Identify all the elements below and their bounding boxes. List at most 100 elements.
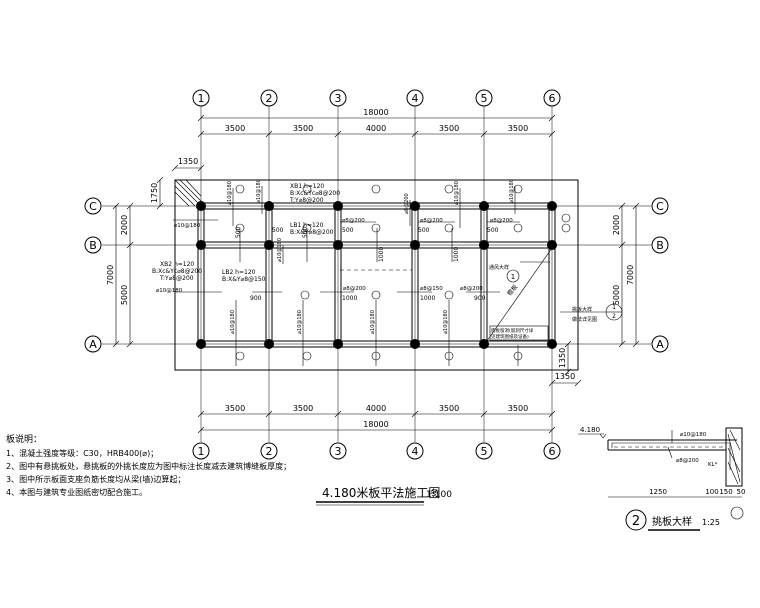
- dim-total-right: 7000: [626, 265, 635, 285]
- axis-label-left-C: C: [89, 200, 97, 213]
- label-xb1-3: T:Y⌀8@200: [289, 197, 324, 204]
- side-callout-line-1: 挑板大样: [572, 306, 592, 313]
- detail-marker: 2: [632, 514, 640, 529]
- inner-dim-500-3: 500: [418, 227, 430, 234]
- axis-label-bottom-4: 4: [412, 445, 419, 458]
- dim-total-bottom: 18000: [363, 420, 388, 429]
- hole-note-line-2: 见建筑图纸及设备): [491, 333, 529, 340]
- dim-span-left-2: 5000: [120, 285, 129, 305]
- label-xb2-1: XB2 h=120: [160, 261, 194, 268]
- dim-span-top-3: 4000: [366, 124, 386, 133]
- dim-span-left-1: 2000: [120, 215, 129, 235]
- inner-dim-500-4: 500: [487, 227, 499, 234]
- axis-label-right-B: B: [656, 239, 664, 252]
- hole-detail-label: 通风大样: [489, 264, 509, 271]
- drawing-title-main: 4.180米板平法施工图: [322, 486, 440, 500]
- bottom-dimensions: 3500 3500 4000 3500 3500 18000: [197, 404, 556, 434]
- axis-label-left-B: B: [89, 239, 97, 252]
- slab-hole-region: 底板留洞(留洞尺寸详 见建筑图纸及设备) 通风大样 1: [486, 247, 553, 342]
- axis-label-top-1: 1: [198, 92, 205, 105]
- dim-span-bottom-2: 3500: [293, 404, 313, 413]
- axis-label-top-6: 6: [549, 92, 556, 105]
- detail-beam: KL*: [708, 462, 718, 468]
- cantilever-detail: 4.180 ⌀10@180 ⌀8@200 KL* 1250 100 150 50…: [578, 426, 746, 531]
- vert-rebar-6: ⌀10@180: [277, 238, 283, 262]
- rebar-label-2: ⌀10@180: [156, 288, 183, 294]
- inner-dim-500-5: 500: [235, 226, 242, 238]
- inner-dim-1000-2: 1000: [453, 247, 460, 262]
- section-marks: [235, 184, 571, 361]
- dim-span-right-1: 2000: [612, 215, 621, 235]
- dim-span-bottom-1: 3500: [225, 404, 245, 413]
- inner-dim-500-2: 500: [342, 227, 354, 234]
- vert-rebar-8: ⌀10@180: [297, 310, 303, 334]
- axis-bubbles-side: C B A C B A: [84, 197, 669, 353]
- axis-label-bottom-2: 2: [266, 445, 273, 458]
- label-lb2-1: LB2 h=120: [222, 269, 256, 276]
- top-dimensions: 18000 3500 3500 4000 3500 3500: [197, 108, 556, 138]
- dim-span-top-2: 3500: [293, 124, 313, 133]
- axis-label-right-A: A: [656, 338, 664, 351]
- notes-title: 板说明：: [6, 435, 43, 445]
- rebar-label-8: ⌀8@200: [460, 286, 483, 292]
- note-item-2: 2、图中有悬挑板处，悬挑板的外挑长度应为图中标注长度减去建筑博缝板厚度；: [6, 462, 292, 471]
- side-callout: 1 2 挑板大样 做法详见图: [572, 303, 623, 323]
- note-item-3: 3、图中所示板面支座负筋长度均从梁(墙)边算起；: [6, 475, 186, 484]
- axis-label-bottom-6: 6: [549, 445, 556, 458]
- columns: [196, 201, 557, 349]
- inner-dim-1000-1: 1000: [378, 247, 385, 262]
- dim-total-left: 7000: [106, 265, 115, 285]
- axis-label-bottom-1: 1: [198, 445, 205, 458]
- rebar-label-7: ⌀8@150: [420, 286, 443, 292]
- beams: [197, 202, 556, 348]
- label-lb1-1: LB1 h=120: [290, 222, 324, 229]
- detail-dim-4: 50: [737, 488, 746, 496]
- dim-span-bottom-3: 4000: [366, 404, 386, 413]
- detail-elevation: 4.180: [580, 426, 600, 434]
- side-callout-marker-top: 1: [612, 304, 616, 311]
- rebar-label-3: ⌀8@200: [342, 218, 365, 224]
- axis-label-right-C: C: [656, 200, 664, 213]
- cantilever-slope-label: 檐板: [505, 283, 519, 297]
- inner-dim-1000-4: 1000: [420, 295, 435, 302]
- dim-span-right-2: 5000: [612, 285, 621, 305]
- vert-rebar-10: ⌀10@180: [443, 310, 449, 334]
- vert-rebar-5: ⌀10@180: [509, 179, 515, 203]
- drawing-title-scale: 1:100: [426, 490, 452, 500]
- dim-cantilever-top: 1750: [150, 183, 159, 203]
- side-callout-line-2: 做法详见图: [572, 316, 597, 323]
- note-item-1: 1、混凝土强度等级：C30，HRB400(⌀)；: [6, 449, 159, 458]
- vert-rebar-1: ⌀10@180: [227, 181, 233, 205]
- inner-dim-500-6: 500: [302, 226, 309, 238]
- detail-rebar-1: ⌀10@180: [680, 432, 707, 438]
- dim-span-top-4: 3500: [439, 124, 459, 133]
- vert-rebar-9: ⌀10@180: [370, 310, 376, 334]
- inner-dim-900-2: 900: [474, 295, 486, 302]
- label-lb2-2: B:X&Y⌀8@150: [222, 276, 266, 283]
- left-dimensions: 7000 2000 5000 1750: [106, 176, 164, 348]
- hole-note-line-1: 底板留洞(留洞尺寸详: [491, 327, 534, 334]
- dim-cantilever-right: 1350: [558, 348, 567, 368]
- dim-cantilever-left: 1350: [178, 157, 198, 166]
- axis-label-top-5: 5: [481, 92, 488, 105]
- detail-title: 挑板大样: [652, 515, 692, 528]
- inner-dim-900-1: 900: [250, 295, 262, 302]
- dim-cantilever-bottom: 1350: [555, 372, 575, 381]
- rebar-marks: [173, 186, 606, 366]
- dim-span-bottom-4: 3500: [439, 404, 459, 413]
- plan-labels: XB1 h=120 B:Xc&Yc⌀8@200 T:Y⌀8@200 LB1 h=…: [152, 179, 515, 334]
- axis-label-top-4: 4: [412, 92, 419, 105]
- label-xb1-1: XB1 h=120: [290, 183, 324, 190]
- rebar-label-1: ⌀10@180: [174, 223, 201, 229]
- vert-rebar-4: ⌀10@180: [454, 181, 460, 205]
- hole-detail-marker: 1: [511, 273, 515, 281]
- dim-total-top: 18000: [363, 108, 388, 117]
- axis-label-top-3: 3: [335, 92, 342, 105]
- dim-span-top-5: 3500: [508, 124, 528, 133]
- axis-label-bottom-5: 5: [481, 445, 488, 458]
- inner-dim-500-1: 500: [272, 227, 284, 234]
- axis-label-bottom-3: 3: [335, 445, 342, 458]
- slab-outline: [174, 179, 579, 371]
- inner-dim-1000-3: 1000: [342, 295, 357, 302]
